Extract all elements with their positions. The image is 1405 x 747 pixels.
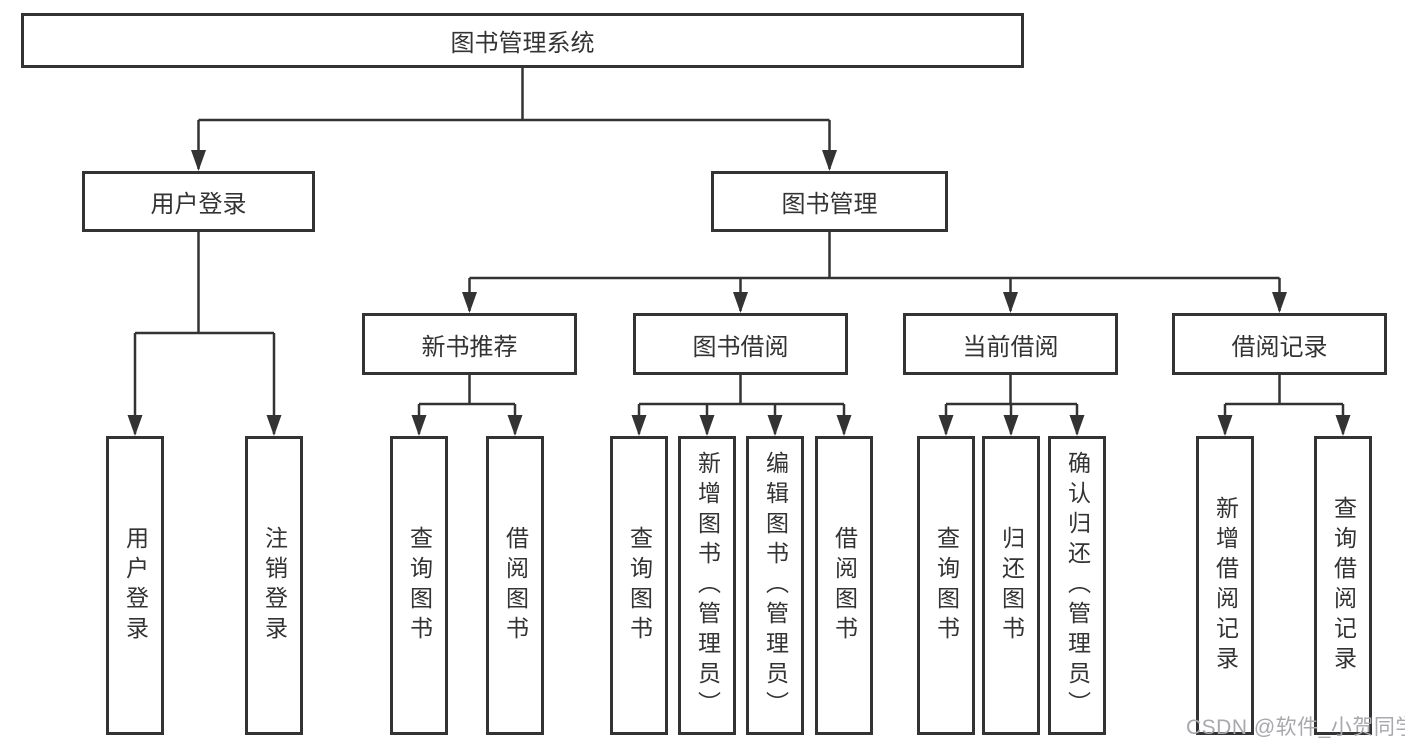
arrow-down-icon [507, 415, 523, 436]
node-current-borrow: 当前借阅 [903, 313, 1118, 375]
leaf-label: 注销登录 [261, 525, 288, 646]
leaf-label: 编辑图书（管理员） [762, 450, 789, 721]
connector-bookborrow-to-leaves [637, 375, 846, 434]
leaf-user-login: 用户登录 [106, 436, 164, 735]
connector-userlogin-to-leaves [133, 232, 276, 434]
node-new-book-recommend: 新书推荐 [362, 313, 577, 375]
arrow-down-icon [1003, 415, 1019, 436]
leaf-query-books-current: 查询图书 [917, 436, 975, 735]
leaf-label: 确认归还（管理员） [1064, 450, 1091, 721]
leaf-label: 新增图书（管理员） [694, 450, 721, 721]
leaf-query-books-recommend: 查询图书 [390, 436, 448, 735]
connector-newbook-to-leaves [417, 375, 517, 434]
leaf-edit-books-admin: 编辑图书（管理员） [746, 436, 804, 735]
leaf-label: 借阅图书 [502, 525, 529, 646]
connector-bookmgmt-to-level3 [468, 232, 1281, 311]
arrow-down-icon [1217, 415, 1233, 436]
node-book-borrow: 图书借阅 [633, 313, 848, 375]
connector-root-to-level2 [197, 68, 831, 169]
arrow-down-icon [733, 292, 748, 313]
node-root-system: 图书管理系统 [21, 13, 1024, 68]
leaf-label: 归还图书 [998, 525, 1025, 646]
leaf-query-borrow-record: 查询借阅记录 [1314, 436, 1372, 735]
arrowhead-icons [127, 150, 1351, 436]
arrow-down-icon [822, 150, 837, 171]
arrow-down-icon [266, 415, 282, 436]
arrow-down-icon [699, 415, 715, 436]
arrow-down-icon [411, 415, 427, 436]
leaf-add-borrow-record: 新增借阅记录 [1196, 436, 1254, 735]
leaf-borrow-books: 借阅图书 [815, 436, 873, 735]
arrow-down-icon [1069, 415, 1085, 436]
leaf-add-books-admin: 新增图书（管理员） [678, 436, 736, 735]
arrow-down-icon [462, 292, 477, 313]
leaf-label: 查询图书 [933, 525, 960, 646]
leaf-label: 新增借阅记录 [1212, 495, 1239, 676]
arrow-down-icon [191, 150, 206, 171]
arrow-down-icon [127, 415, 143, 436]
leaf-label: 查询图书 [406, 525, 433, 646]
arrow-down-icon [938, 415, 954, 436]
node-borrow-records: 借阅记录 [1172, 313, 1387, 375]
arrow-down-icon [1335, 415, 1351, 436]
leaf-label: 借阅图书 [831, 525, 858, 646]
leaf-label: 查询借阅记录 [1330, 495, 1357, 676]
node-book-management: 图书管理 [711, 171, 948, 232]
arrow-down-icon [1003, 292, 1018, 313]
leaf-borrow-books-recommend: 借阅图书 [486, 436, 544, 735]
arrow-down-icon [836, 415, 852, 436]
leaf-query-books-borrow: 查询图书 [610, 436, 668, 735]
leaf-label: 用户登录 [122, 525, 149, 646]
node-user-login: 用户登录 [82, 171, 315, 232]
arrow-down-icon [631, 415, 647, 436]
arrow-down-icon [1272, 292, 1287, 313]
leaf-logout: 注销登录 [245, 436, 303, 735]
connector-borrowrecords-to-leaves [1223, 375, 1345, 434]
arrow-down-icon [767, 415, 783, 436]
csdn-watermark: CSDN @软件_小贺同学 [1186, 716, 1405, 739]
leaf-confirm-return-admin: 确认归还（管理员） [1048, 436, 1106, 735]
leaf-label: 查询图书 [626, 525, 653, 646]
leaf-return-books: 归还图书 [982, 436, 1040, 735]
